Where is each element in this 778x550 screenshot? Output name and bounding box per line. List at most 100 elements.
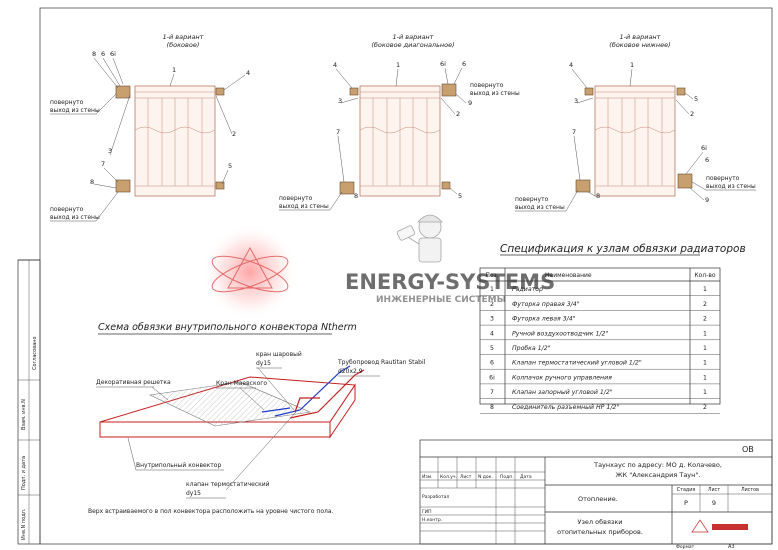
stamp-replace-inv: Взам. инв.N — [21, 399, 27, 430]
stamp-agreed: Согласовано — [32, 336, 38, 370]
callout-3: 3 — [574, 97, 578, 105]
stamp-inv-original: Инв.N подл. — [21, 508, 27, 540]
variant-subtitle: (боковое нижнее) — [609, 41, 670, 49]
col-data: Дата — [520, 474, 532, 480]
spec-cell-pos: 7 — [490, 389, 494, 396]
variant-subtitle: (боковое) — [167, 41, 200, 49]
callout-8: 8 — [354, 192, 358, 200]
label-grille: Декоративная решетка — [96, 379, 171, 386]
callout-2: 2 — [456, 110, 460, 118]
radiator-variant-bottom: 1-й вариант (боковое нижнее) 4 1 3 5 2 7… — [515, 33, 756, 212]
valve-bottom-left — [575, 179, 591, 193]
col-kol-uch: Кол.уч. — [440, 474, 457, 480]
sheet-label: Лист — [708, 487, 720, 493]
wall-note-bottom-1: повернуто — [515, 196, 549, 203]
callout-8: 8 — [596, 192, 600, 200]
plug — [215, 181, 225, 190]
spec-cell-name: Клапан термостатический угловой 1/2" — [512, 360, 642, 367]
spec-cell-pos: 1 — [490, 286, 494, 293]
valve-bottom-right — [677, 173, 693, 189]
callout-5: 5 — [458, 192, 462, 200]
decorative-grille — [148, 381, 312, 427]
spec-title: Спецификация к узлам обвязки радиаторов — [500, 243, 746, 255]
spec-cell-name: Футорка правая 3/4" — [512, 301, 580, 308]
sheets-label: Листов — [741, 487, 759, 493]
spec-cell-qty: 2 — [703, 301, 707, 308]
spec-cell-qty: 1 — [703, 345, 707, 352]
variant-title: 1-й вариант — [163, 33, 204, 41]
wall-note-bottom-1: повернуто — [279, 195, 313, 202]
callout-1: 1 — [172, 66, 176, 74]
spec-cell-qty: 1 — [703, 286, 707, 293]
callout-4: 4 — [333, 61, 337, 69]
callout-7: 7 — [101, 160, 105, 168]
company-logo-icon — [691, 519, 748, 533]
callout-5: 5 — [228, 162, 232, 170]
spec-cell-pos: 2 — [490, 301, 494, 308]
watermark-brand: ENERGY-SYSTEMS — [345, 270, 555, 294]
spec-cell-name: Футорка левая 3/4" — [512, 316, 576, 323]
valve-bottom — [339, 181, 355, 195]
format-value: А3 — [728, 544, 735, 550]
radiator-variant-side: 1-й вариант (боковое) 8 6 6i 1 4 3 2 5 7 — [50, 33, 250, 222]
spec-cell-name: Клапан запорный угловой 1/2" — [512, 389, 613, 396]
spec-cell-qty: 1 — [703, 374, 707, 381]
plug — [441, 181, 451, 190]
sheet-value: 9 — [712, 499, 716, 507]
callout-8: 8 — [90, 178, 94, 186]
stamp-sign-date: Подп. и дата — [21, 456, 27, 490]
label-pipe-size: d20x2,9 — [338, 368, 363, 375]
callout-6i: 6i — [440, 60, 446, 68]
label-mayevsky: Кран Маевского — [216, 380, 267, 387]
wall-note-bottom-1: повернуто — [50, 206, 84, 213]
role-norm-control: Н.контр. — [422, 517, 442, 523]
wall-note-1: повернуто — [706, 175, 740, 182]
spec-cell-name: Колпачок ручного управления — [512, 374, 612, 381]
callout-7: 7 — [572, 128, 576, 136]
watermark: ENERGY-SYSTEMS ИНЖЕНЕРНЫЕ СИСТЕМЫ — [202, 214, 555, 320]
wall-note-2: выход из стены — [706, 183, 756, 190]
spec-col-pos: Поз. — [485, 272, 498, 279]
spec-cell-pos: 4 — [490, 330, 494, 337]
engineer-mascot-icon — [396, 214, 443, 263]
specification-table: Спецификация к узлам обвязки радиаторов … — [479, 243, 746, 414]
spec-cell-qty: 2 — [703, 316, 707, 323]
spec-cell-name: Соединитель разъемный НР 1/2" — [512, 404, 619, 411]
spec-cell-pos: 8 — [490, 404, 494, 411]
air-vent — [584, 87, 594, 96]
callout-9: 9 — [468, 99, 472, 107]
callout-5: 5 — [694, 95, 698, 103]
convector-scheme: Схема обвязки внутрипольного конвектора … — [88, 322, 426, 515]
section-name: Отопление. — [578, 495, 618, 503]
return-pipe — [274, 365, 351, 417]
supply-pipe — [289, 369, 365, 419]
callout-7: 7 — [336, 128, 340, 136]
wall-note-bottom-2: выход из стены — [515, 204, 565, 211]
spec-cell-qty: 2 — [703, 404, 707, 411]
callout-1: 1 — [396, 61, 400, 69]
wall-note-top-2: выход из стены — [50, 107, 100, 114]
valve-bottom — [115, 179, 131, 193]
project-line-2: ЖК "Александрия Таун". — [616, 471, 701, 479]
plug — [676, 87, 686, 96]
callout-3: 3 — [338, 97, 342, 105]
valve-top — [115, 85, 131, 99]
drawing-line-2: отопительных приборов. — [557, 528, 643, 536]
callout-2: 2 — [690, 110, 694, 118]
col-podp: Подп. — [500, 474, 514, 480]
wall-note-bottom-2: выход из стены — [50, 214, 100, 221]
callout-1: 1 — [630, 61, 634, 69]
spec-cell-pos: 5 — [490, 345, 494, 352]
label-thermo-valve: клапан термостатический — [186, 481, 270, 488]
project-line-1: Таунхаус по адресу: МО д. Колачево, — [593, 461, 722, 469]
variant-title: 1-й вариант — [393, 33, 434, 41]
col-list: Лист — [460, 474, 472, 480]
role-gip: ГИП — [422, 509, 432, 515]
label-pipe: Трубопровод Rautitan Stabil — [337, 359, 426, 366]
label-ball-valve-size: dy15 — [256, 360, 271, 367]
spec-cell-qty: 1 — [703, 389, 707, 396]
callout-9: 9 — [705, 196, 709, 204]
spec-col-name: Наименование — [545, 272, 592, 279]
callout-2: 2 — [232, 130, 236, 138]
